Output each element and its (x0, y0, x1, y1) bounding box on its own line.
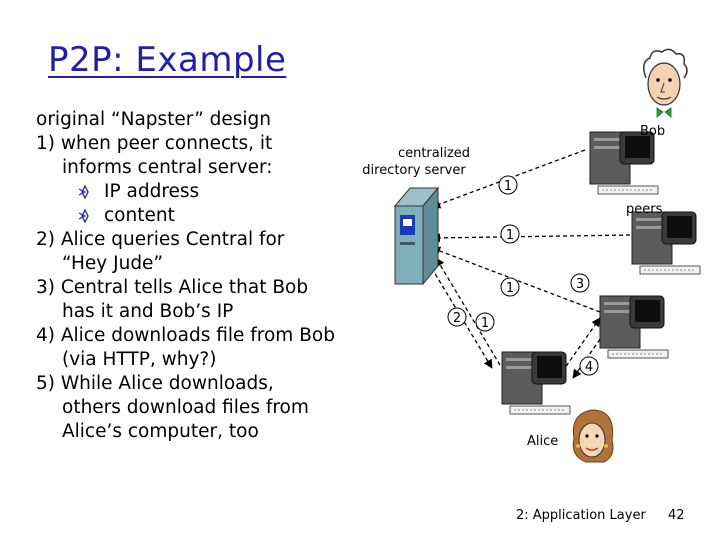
step-1-line-a: 1) when peer connects, it (36, 133, 273, 154)
directory-server-icon (393, 186, 440, 286)
intro-line: original “Napster” design (36, 109, 272, 130)
step-badge-bob: 1 (498, 175, 518, 195)
step-4-line-a: 4) Alice downloads file from Bob (36, 325, 335, 346)
peer-computer-icon (631, 211, 701, 275)
sub-bullet-ip-text: IP address (104, 181, 200, 202)
svg-text:1: 1 (504, 179, 512, 194)
sub-bullet-ip: IP address (36, 180, 366, 204)
step-badge-download: 4 (579, 356, 599, 376)
sub-bullet-content-text: content (104, 205, 175, 226)
step-2-line-a: 2) Alice queries Central for (36, 229, 285, 250)
step-2-line-b: “Hey Jude” (62, 253, 164, 274)
step-3-line-a: 3) Central tells Alice that Bob (36, 277, 309, 298)
step-badge-request: 3 (570, 273, 590, 293)
arrow-peer-to-server (431, 233, 631, 243)
footer-chapter: 2: Application Layer (516, 508, 646, 523)
bob-computer-icon (589, 131, 659, 195)
step-4-line-b: (via HTTP, why?) (62, 349, 217, 370)
diamond-bullet-icon (78, 185, 89, 199)
diamond-bullet-icon (78, 209, 89, 223)
bob-label: Bob (640, 124, 666, 139)
server-label-line1: centralized (397, 146, 471, 161)
bob-person-icon (643, 48, 688, 118)
sub-bullet-content: content (36, 204, 366, 228)
server-label-line2: directory server (362, 163, 466, 178)
step-5-line-a: 5) While Alice downloads, (36, 373, 274, 394)
step-3-line-b: has it and Bob’s IP (62, 301, 234, 322)
svg-text:3: 3 (576, 277, 584, 292)
step-badge-reply: 2 (447, 307, 467, 327)
arrow-alice-to-server (435, 257, 501, 366)
peers-label: peers (626, 202, 663, 217)
alice-label: Alice (527, 434, 559, 449)
alice-computer-icon (501, 351, 571, 415)
step-5-line-c: Alice’s computer, too (62, 421, 259, 442)
step-5-line-b: others download files from (62, 397, 309, 418)
svg-text:1: 1 (481, 316, 489, 331)
description-text: original “Napster” design 1) when peer c… (36, 108, 366, 444)
step-badge-query: 1 (475, 312, 495, 332)
alice-person-icon (572, 409, 614, 463)
step-1-line-b: informs central server: (62, 157, 273, 178)
arrow-peer-to-alice (572, 321, 613, 379)
step-badge-peer: 1 (500, 224, 520, 244)
arrow-peer3-to-server (431, 246, 601, 313)
step-badge-peer3: 1 (500, 277, 520, 297)
arrow-bob-to-server (431, 149, 586, 209)
footer-page-number: 42 (668, 508, 685, 523)
slide-title: P2P: Example (48, 40, 287, 80)
svg-text:2: 2 (453, 311, 461, 326)
svg-text:1: 1 (506, 281, 514, 296)
svg-text:1: 1 (506, 228, 514, 243)
svg-text:4: 4 (585, 360, 593, 375)
peer-computer-icon (599, 295, 669, 359)
